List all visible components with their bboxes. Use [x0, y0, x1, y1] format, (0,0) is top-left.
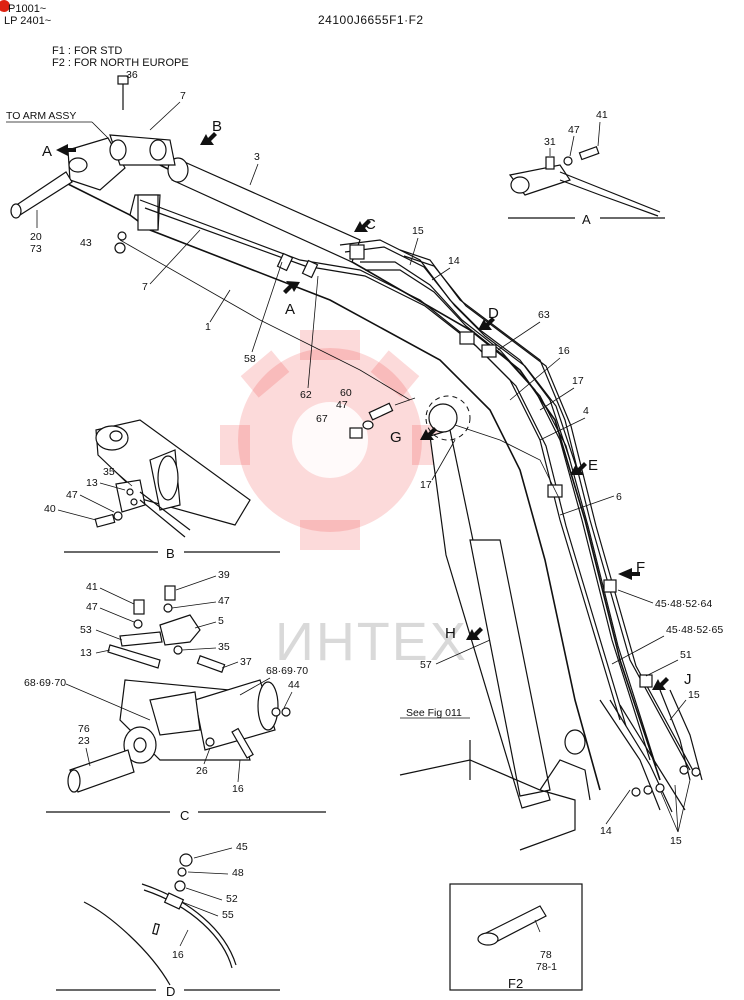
callout-5: 5: [218, 615, 224, 627]
watermark-text: ИНТЕХ: [275, 612, 468, 672]
view-letter-a-second: A: [285, 301, 295, 318]
callout-17-main: 17: [572, 375, 584, 387]
callout-63: 63: [538, 309, 550, 321]
callout-47-b: 47: [66, 489, 78, 501]
view-letter-c-main: C: [365, 216, 376, 233]
callout-16-c: 16: [232, 783, 244, 795]
callout-68-69-70-right: 68·69·70: [266, 665, 308, 677]
callout-52-d: 52: [226, 893, 238, 905]
callout-14-bottom: 14: [600, 825, 612, 837]
callout-58: 58: [244, 353, 256, 365]
view-a-label: A: [582, 212, 591, 227]
callout-47-a: 47: [568, 124, 580, 136]
serial-range-1: P1001~: [8, 3, 46, 15]
callout-26: 26: [196, 765, 208, 777]
callout-41-a: 41: [596, 109, 608, 121]
callout-41-c: 41: [86, 581, 98, 593]
callout-31: 31: [544, 136, 556, 148]
callout-13-c: 13: [80, 647, 92, 659]
callout-68-69-70-left: 68·69·70: [24, 677, 66, 689]
corner-marker: [0, 0, 10, 12]
view-letter-e-main: E: [588, 457, 598, 474]
callout-4: 4: [583, 405, 589, 417]
callout-45-48-52-65: 45·48·52·65: [666, 624, 723, 636]
callout-78: 78: [540, 949, 552, 961]
view-letter-a-main: A: [42, 143, 52, 160]
callout-36: 36: [126, 69, 138, 81]
callout-60: 60: [340, 387, 352, 399]
callout-45-d: 45: [236, 841, 248, 853]
drawing-code: 24100J6655F1·F2: [318, 13, 424, 27]
watermark-logo: [220, 330, 442, 550]
callout-6: 6: [616, 491, 622, 503]
view-letter-h-main: H: [445, 625, 456, 642]
view-c-label: C: [180, 808, 189, 823]
view-b-detail: 35 13 47 40 B: [44, 419, 280, 561]
callout-67: 67: [316, 413, 328, 425]
callout-62: 62: [300, 389, 312, 401]
callout-78-1: 78-1: [536, 961, 557, 973]
callout-15-right: 15: [688, 689, 700, 701]
main-callouts: 36 7 3 20 73 43 7 1 58 62 15 14 63 16 17…: [30, 69, 723, 847]
view-letter-g-main: G: [390, 429, 402, 446]
callout-3: 3: [254, 151, 260, 163]
callout-45-48-52-64: 45·48·52·64: [655, 598, 712, 610]
callout-51: 51: [680, 649, 692, 661]
view-letter-f-main: F: [636, 559, 645, 576]
callout-17-g: 17: [420, 479, 432, 491]
callout-55-d: 55: [222, 909, 234, 921]
callout-53: 53: [80, 624, 92, 636]
callout-14-top: 14: [448, 255, 460, 267]
view-a-detail: 41 47 31 A: [508, 109, 665, 227]
callout-47-main: 47: [336, 399, 348, 411]
view-letter-b-main: B: [212, 118, 222, 135]
see-fig-label: See Fig 011: [406, 707, 462, 719]
callout-35-b: 35: [103, 466, 115, 478]
callout-73: 73: [30, 243, 42, 255]
callout-44: 44: [288, 679, 300, 691]
serial-range-2: LP 2401~: [4, 15, 51, 27]
boom-assembly: [10, 75, 703, 851]
callout-43: 43: [80, 237, 92, 249]
callout-47-c2: 47: [218, 595, 230, 607]
callout-39: 39: [218, 569, 230, 581]
callout-16-main: 16: [558, 345, 570, 357]
note-f1: F1 : FOR STD: [52, 45, 122, 57]
callout-47-c: 47: [86, 601, 98, 613]
view-c-detail: 39 47 5 35 41 47 53 13 37 68·69·70 44 68…: [24, 569, 326, 823]
callout-7-top: 7: [180, 90, 186, 102]
view-letter-j-main: J: [684, 671, 692, 688]
view-letter-d-main: D: [488, 305, 499, 322]
callout-35-c: 35: [218, 641, 230, 653]
view-d-detail: 45 48 52 55 16 D: [56, 841, 280, 999]
view-d-label: D: [166, 984, 175, 999]
callout-40: 40: [44, 503, 56, 515]
view-b-label: B: [166, 546, 175, 561]
callout-7-left: 7: [142, 281, 148, 293]
note-f2: F2 : FOR NORTH EUROPE: [52, 57, 189, 69]
callout-1: 1: [205, 321, 211, 333]
callout-37: 37: [240, 656, 252, 668]
callout-76: 76: [78, 723, 90, 735]
callout-15-top: 15: [412, 225, 424, 237]
callout-13-b: 13: [86, 477, 98, 489]
callout-57: 57: [420, 659, 432, 671]
to-arm-label: TO ARM ASSY: [6, 110, 76, 122]
view-arrows: [56, 132, 669, 690]
callout-20: 20: [30, 231, 42, 243]
callout-16-d: 16: [172, 949, 184, 961]
callout-23: 23: [78, 735, 90, 747]
callout-15-bottom: 15: [670, 835, 682, 847]
f2-detail: 78 78-1 F2: [449, 883, 583, 991]
f2-label: F2: [508, 976, 523, 991]
callout-48-d: 48: [232, 867, 244, 879]
